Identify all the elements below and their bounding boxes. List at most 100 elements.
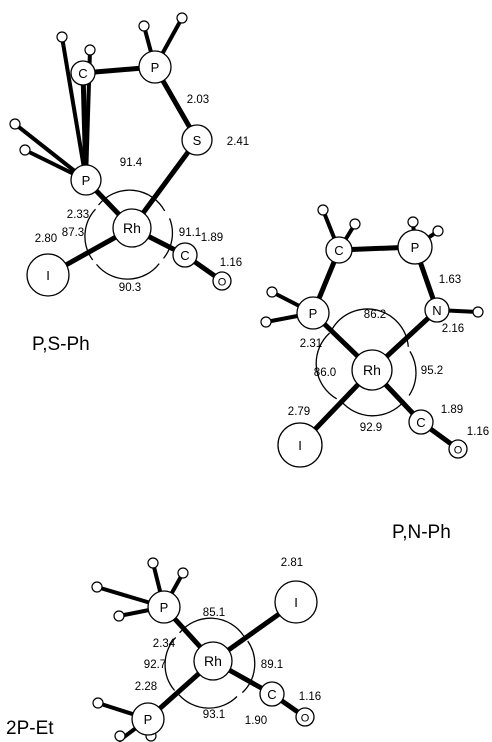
iodine-atom bbox=[277, 422, 323, 468]
oxygen-atom bbox=[212, 271, 232, 291]
et-arc-p-rh-p bbox=[164, 636, 177, 691]
hydrogen-atom bbox=[91, 581, 103, 593]
angle-label: 87.3 bbox=[62, 227, 84, 239]
carbon-atom bbox=[172, 242, 198, 268]
carbon-atom bbox=[325, 236, 353, 264]
atom-label: P bbox=[144, 712, 153, 727]
pn-atoms: I Rh P P N C C O bbox=[277, 229, 468, 468]
atom-label: Rh bbox=[363, 362, 381, 378]
bond-length-label: 1.63 bbox=[439, 274, 461, 286]
et-angle-arcs bbox=[164, 617, 256, 709]
carbon-atom bbox=[70, 60, 96, 86]
hydrogen-atom bbox=[19, 144, 31, 156]
atom-label: O bbox=[218, 277, 227, 289]
bond-length-label: 2.16 bbox=[442, 323, 464, 335]
molecule-2p-et: I Rh P P C O 2.81 2.34 2.28 1.90 1.16 85… bbox=[6, 557, 321, 742]
pn-arc-n-rh-c bbox=[408, 351, 417, 396]
bond-length-label: 1.16 bbox=[220, 257, 242, 269]
phosphorus-atom bbox=[147, 590, 181, 624]
bond-length-label: 1.16 bbox=[467, 426, 489, 438]
bond-length-label: 2.41 bbox=[227, 136, 249, 148]
angle-label: 86.0 bbox=[314, 367, 336, 379]
atom-label: I bbox=[298, 438, 302, 453]
sulfur-atom bbox=[181, 124, 213, 156]
hydrogen-atom bbox=[9, 118, 21, 130]
molecule-pn-ph: I Rh P P N C C O 1.63 2.16 2.31 2.79 1.8… bbox=[260, 204, 489, 543]
carbon-atom bbox=[259, 681, 285, 707]
atom-label: Rh bbox=[123, 220, 141, 236]
atom-label: C bbox=[334, 243, 343, 258]
bond-length-label: 1.90 bbox=[245, 715, 267, 727]
pn-angle-arcs bbox=[315, 308, 417, 417]
ps-atoms: I Rh P P S C C O bbox=[26, 50, 232, 297]
atom-label: C bbox=[267, 687, 276, 702]
hydrogen-atom bbox=[432, 225, 444, 237]
molecule-title: P,S-Ph bbox=[32, 334, 90, 355]
bond-length-label: 2.81 bbox=[281, 557, 303, 569]
ps-arc-i-rh-c bbox=[95, 263, 160, 280]
phosphorus-atom bbox=[138, 50, 172, 84]
phosphorus-atom bbox=[70, 164, 102, 196]
pn-bonds bbox=[297, 244, 461, 452]
bond-length-label: 2.03 bbox=[187, 94, 209, 106]
bond-length-label: 2.28 bbox=[135, 681, 157, 693]
hydrogen-atom bbox=[114, 730, 126, 742]
nitrogen-atom bbox=[424, 297, 450, 323]
atom-label: P bbox=[309, 306, 318, 321]
rhodium-atom bbox=[193, 641, 233, 681]
hydrogen-atom bbox=[317, 204, 329, 216]
atom-label: P bbox=[411, 240, 420, 255]
atom-label: C bbox=[180, 248, 189, 263]
molecule-ps-ph: I Rh P P S C C O 2.03 2.41 2.33 2.80 1.8… bbox=[9, 12, 249, 355]
angle-label: 85.1 bbox=[203, 607, 225, 619]
et-measurements: 2.81 2.34 2.28 1.90 1.16 85.1 92.7 89.1 … bbox=[135, 557, 321, 727]
hydrogen-atom bbox=[176, 12, 188, 24]
pn-arc-p-rh-i bbox=[315, 332, 338, 400]
carbon-atom bbox=[408, 409, 434, 435]
hydrogen-atom bbox=[407, 216, 419, 228]
et-arc-i-rh-c bbox=[241, 640, 256, 694]
et-arc-p-rh-c bbox=[178, 694, 238, 709]
angle-label: 91.4 bbox=[120, 157, 143, 169]
atom-label: N bbox=[432, 303, 441, 318]
oxygen-atom bbox=[295, 707, 315, 727]
atom-label: C bbox=[78, 66, 87, 81]
hydrogen-atom bbox=[138, 20, 150, 32]
phosphorus-atom bbox=[296, 296, 330, 330]
molecule-title: P,N-Ph bbox=[392, 522, 451, 543]
angle-label: 89.1 bbox=[261, 659, 283, 671]
hydrogen-atom bbox=[56, 31, 68, 43]
atom-label: O bbox=[301, 713, 310, 725]
pn-measurements: 1.63 2.16 2.31 2.79 1.89 1.16 86.2 86.0 … bbox=[288, 274, 489, 438]
atom-label: P bbox=[151, 60, 160, 75]
atom-label: P bbox=[160, 600, 169, 615]
phosphorus-atom bbox=[397, 229, 433, 265]
bond-length-label: 1.89 bbox=[201, 232, 223, 244]
atom-label: Rh bbox=[204, 653, 222, 669]
pn-arc-i-rh-c bbox=[340, 400, 404, 417]
ps-hydrogens bbox=[9, 12, 188, 182]
hydrogen-atom bbox=[349, 218, 361, 230]
oxygen-atom bbox=[448, 439, 468, 459]
angle-label: 93.1 bbox=[203, 709, 225, 721]
atom-label: I bbox=[294, 595, 298, 610]
bond-length-label: 2.34 bbox=[153, 638, 176, 650]
bond-length-label: 1.89 bbox=[441, 404, 463, 416]
molecule-title: 2P-Et bbox=[6, 718, 54, 739]
iodine-atom bbox=[274, 580, 318, 624]
bond-length-label: 2.79 bbox=[288, 406, 310, 418]
hydrogen-atom bbox=[260, 316, 272, 328]
ps-arc-p-rh-i bbox=[84, 208, 96, 261]
angle-label: 92.9 bbox=[360, 422, 382, 434]
angle-label: 86.2 bbox=[364, 309, 386, 321]
atom-label: C bbox=[416, 415, 425, 430]
hydrogen-atom bbox=[472, 306, 484, 318]
atom-label: O bbox=[454, 445, 463, 457]
atom-label: I bbox=[46, 268, 50, 283]
bond-length-label: 2.31 bbox=[300, 338, 322, 350]
angle-label: 91.1 bbox=[179, 227, 201, 239]
angle-label: 92.7 bbox=[144, 659, 166, 671]
hydrogen-atom bbox=[84, 44, 96, 56]
bond-length-label: 2.33 bbox=[67, 209, 89, 221]
